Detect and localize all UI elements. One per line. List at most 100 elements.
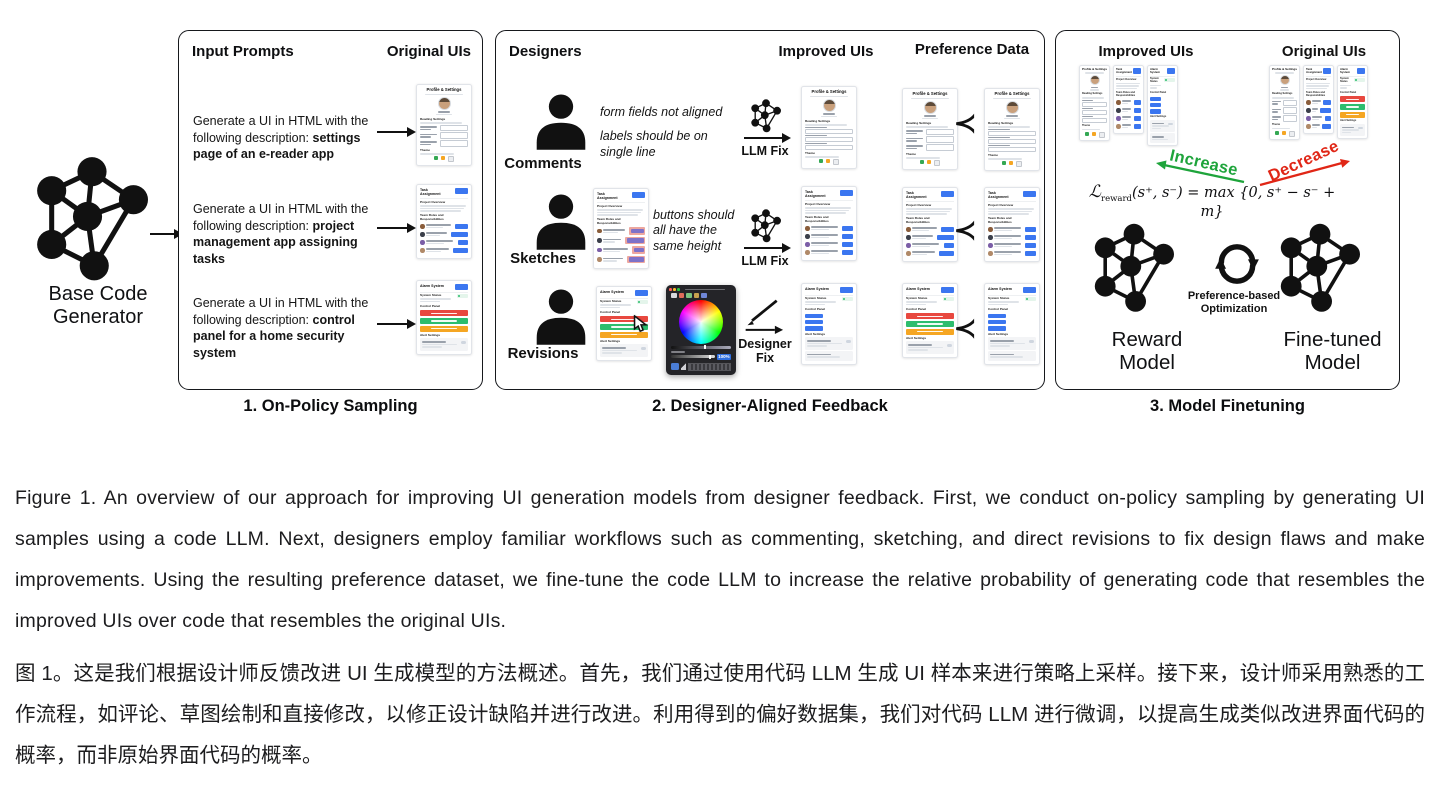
opacity-label-bar <box>671 351 685 353</box>
ui-thumbnail-alarm-original: Alarm System System Status Control Panel… <box>902 283 958 358</box>
figure-caption-english: Figure 1. An overview of our approach fo… <box>15 486 1425 632</box>
ui-thumbnail-tasks-improved: Task Assignment Project Overview Team Ro… <box>984 187 1040 263</box>
prompt-text-1: Generate a UI in HTML with the following… <box>193 114 369 161</box>
prompt-text-2: Generate a UI in HTML with the following… <box>193 202 369 266</box>
sketch-note: buttons should all have the same height <box>653 208 735 253</box>
person-icon <box>516 94 606 155</box>
llm-fix-label: LLM Fix <box>741 144 789 158</box>
reward-model-network-icon <box>1094 223 1174 318</box>
avatar <box>1005 100 1019 114</box>
thumb-slot: Profile & Settings Reading Settings Them… <box>1269 65 1300 140</box>
neural-network-icon <box>751 209 781 243</box>
reward-model-label: Reward Model <box>1111 328 1183 374</box>
base-generator-label: Base Code Generator <box>48 283 148 328</box>
reward-loss-formula: ℒreward(s⁺, s⁻) = max {0, s⁺ − s⁻ + m} <box>1088 182 1336 220</box>
close-icon <box>669 288 672 291</box>
ui-thumbnail-profile-improved: Profile & Settings Reading Settings Them… <box>984 88 1040 172</box>
current-color-swatch <box>671 363 679 371</box>
neural-network-icon <box>751 99 781 133</box>
ui-thumbnail-alarm-improved: Alarm System System Status Control Panel… <box>801 283 857 365</box>
ui-thumbnail-profile-improved: Profile & Settings Reading Settings Them… <box>1079 65 1110 141</box>
thumb-slot: Task Assignment Project Overview Team Ro… <box>902 187 958 263</box>
thumb-slot: Profile & Settings Reading Settings Them… <box>902 88 958 171</box>
picker-tool-icon <box>693 292 699 298</box>
ui-thumbnail-tasks-improved: Task Assignment Project Overview Team Ro… <box>801 186 857 262</box>
ui-thumbnail-alarm-original: Alarm System System Status Control Panel… <box>1337 65 1368 140</box>
color-wheel <box>679 299 723 344</box>
llm-fix-network-icon <box>734 99 798 138</box>
ui-thumbnail-profile-original: Profile & Settings Reading Settings Them… <box>1269 65 1300 140</box>
ui-thumbnail-profile-improved: Profile & Settings Reading Settings Them… <box>801 86 857 170</box>
picker-titlebar <box>669 288 733 291</box>
prompt-arrow-icon <box>377 223 416 233</box>
panel1-col-original-uis: Original UIs <box>386 43 471 60</box>
actor-label-sketches: Sketches <box>510 250 576 267</box>
thumb-slot: Profile & Settings Reading Settings Them… <box>801 86 857 170</box>
finetuned-model-network-icon <box>1280 223 1360 318</box>
thumb-slot: Alarm System System Status Control Panel… <box>902 283 958 358</box>
ui-thumbnail-alarm-original: Alarm System System Status Control Panel… <box>416 280 472 355</box>
prompt-arrow-icon <box>377 127 416 137</box>
ui-thumbnail-tasks-original: Task Assignment Project Overview Team Ro… <box>416 184 472 260</box>
increase-decrease-arrows <box>1156 159 1350 187</box>
neural-network-icon <box>1280 223 1360 312</box>
thumb-slot: Profile & Settings Reading Settings Them… <box>984 88 1040 172</box>
person-icon <box>536 289 586 345</box>
person-icon <box>536 94 586 150</box>
thumb-slot: Task Assignment Project Overview Team Ro… <box>593 188 649 270</box>
thumb-slot: Profile & Settings Reading Settings Them… <box>1079 65 1110 141</box>
llm-fix-arrow-icon <box>744 243 791 253</box>
color-picker: 100% <box>666 285 736 375</box>
ui-thumbnail-tasks-improved: Task Assignment Project Overview Team Ro… <box>1113 65 1144 135</box>
ui-thumbnail-tasks-original: Task Assignment Project Overview Team Ro… <box>1303 65 1334 135</box>
pencil-icon <box>742 297 784 340</box>
panel-on-policy-sampling: Input Prompts Original UIs Generate a UI… <box>178 30 483 390</box>
picker-tool-icon <box>686 292 692 298</box>
thumb-slot: Task Assignment Project Overview Team Ro… <box>1303 65 1334 135</box>
opacity-slider <box>671 354 715 359</box>
caption-panel2: 2. Designer-Aligned Feedback <box>652 397 888 415</box>
base-generator-network-icon <box>36 156 148 286</box>
preference-optimization-label: Preference-based Optimization <box>1187 290 1281 316</box>
thumb-slot: Alarm System System Status Control Panel… <box>801 283 857 365</box>
actor-label-comments: Comments <box>504 155 582 172</box>
thumb-slot: Alarm System System Status Control Panel… <box>416 280 472 355</box>
ui-thumbnail-alarm-improved: Alarm System System Status Control Panel… <box>984 283 1040 365</box>
zoom-icon <box>677 288 680 291</box>
thumb-slot: Task Assignment Project Overview Team Ro… <box>1113 65 1144 135</box>
opacity-value: 100% <box>716 353 731 360</box>
thumb-slot: Task Assignment Project Overview Team Ro… <box>416 184 472 260</box>
panel2-col-improved: Improved UIs <box>778 43 874 60</box>
thumb-slot: Alarm System System Status Control Panel… <box>1147 65 1178 147</box>
ui-thumbnail-tasks-original: Task Assignment Project Overview Team Ro… <box>902 187 958 263</box>
thumb-slot: Task Assignment Project Overview Team Ro… <box>801 186 857 262</box>
avatar <box>1089 75 1100 86</box>
caption-panel3: 3. Model Finetuning <box>1150 397 1305 415</box>
thumb-slot: Alarm System System Status Control Panel… <box>1337 65 1368 140</box>
caption-panel1: 1. On-Policy Sampling <box>243 397 418 415</box>
avatar <box>923 100 937 114</box>
picker-tool-icon <box>678 292 684 298</box>
eyedropper-icon <box>681 363 686 371</box>
figure-caption-chinese: 图 1。这是我们根据设计师反馈改进 UI 生成模型的方法概述。首先，我们通过使用… <box>15 661 1425 767</box>
preference-symbol: ≺ <box>953 216 977 244</box>
ui-thumbnail-alarm-improved: Alarm System System Status Control Panel… <box>1147 65 1178 147</box>
panel1-col-input-prompts: Input Prompts <box>192 43 294 60</box>
panel-model-finetuning: Improved UIs Original UIs Profile & Sett… <box>1055 30 1400 390</box>
picker-tool-icon <box>701 292 707 298</box>
thumb-slot: Alarm System System Status Control Panel… <box>596 286 652 361</box>
avatar <box>1279 75 1290 86</box>
preference-symbol: ≺ <box>953 314 977 342</box>
prompt-text-3: Generate a UI in HTML with the following… <box>193 296 369 360</box>
thumb-slot: Profile & Settings Reading Settings Them… <box>416 84 472 167</box>
ui-thumbnail-profile-original: Profile & Settings Reading Settings Them… <box>902 88 958 171</box>
person-icon <box>536 194 586 250</box>
thumb-slot: Alarm System System Status Control Panel… <box>984 283 1040 365</box>
cursor-icon <box>633 314 648 332</box>
brightness-slider <box>671 345 731 350</box>
ui-thumbnail-profile-original: Profile & Settings Reading Settings Them… <box>416 84 472 167</box>
thumb-slot: Task Assignment Project Overview Team Ro… <box>984 187 1040 263</box>
cycle-icon <box>1215 244 1259 284</box>
swatch-grid <box>688 362 731 371</box>
